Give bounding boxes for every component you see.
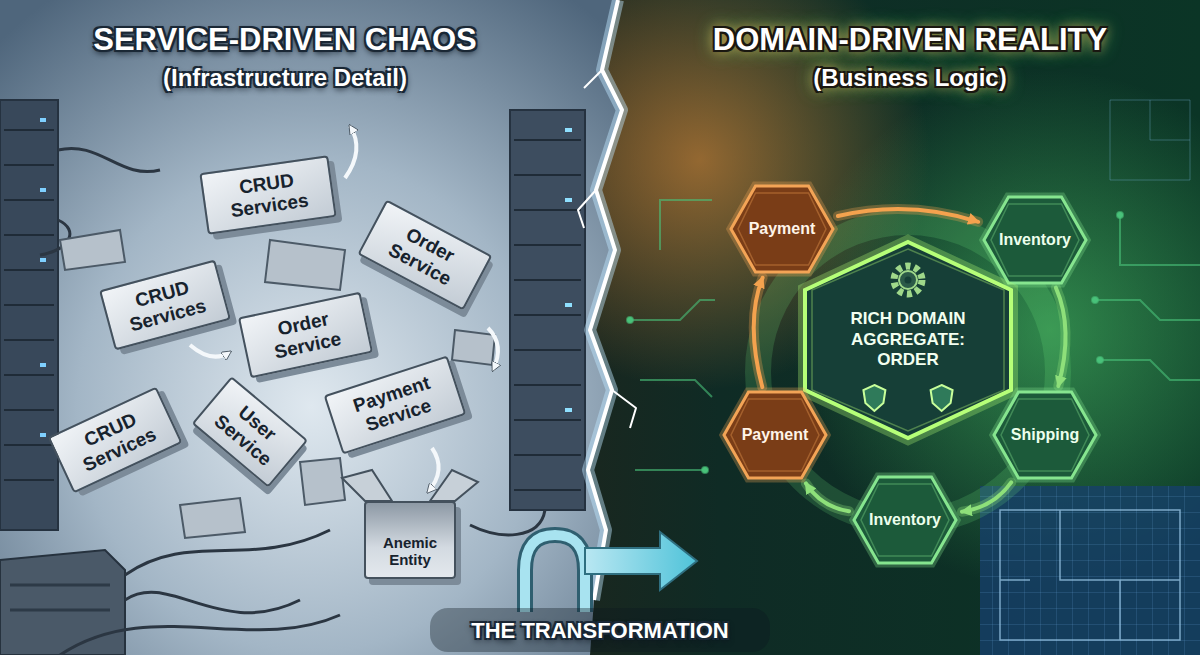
hexagon-glow (854, 477, 956, 563)
cycle-arrow (754, 278, 763, 387)
hexagon-inner-line (861, 484, 949, 556)
panel-heading: DOMAIN-DRIVEN REALITY (713, 22, 1107, 58)
node-text: User Service (205, 390, 294, 475)
hexagon-inner-line (738, 193, 826, 265)
panel-heading: SERVICE-DRIVEN CHAOS (93, 22, 477, 58)
aggregate-hexagon: RICH DOMAIN AGGREGATE: ORDER (803, 240, 1013, 440)
hexagon-inner-line (812, 249, 1004, 431)
hexagon-shape (994, 392, 1096, 478)
panel-subheading: (Infrastructure Detail) (163, 64, 407, 92)
hexagon-shape (805, 242, 1011, 438)
node-text: Payment (742, 425, 809, 444)
shipping-hexagon: Shipping (992, 390, 1098, 480)
service-block: CRUD Services (99, 260, 231, 351)
hexagon-inner-line (731, 399, 819, 471)
caption-shade (430, 608, 770, 652)
connector-glow (962, 482, 1011, 511)
cycle-arrow (806, 483, 849, 511)
node-text: Inventory (869, 510, 941, 529)
cycle-arrow (838, 209, 978, 222)
anemic-entity-box: Anemic Entity (364, 501, 456, 579)
chaos-arrows (190, 126, 498, 492)
node-text: RICH DOMAIN AGGREGATE: ORDER (833, 309, 983, 370)
node-text: CRUD Services (210, 166, 325, 225)
service-block: Order Service (358, 200, 493, 311)
lightning-bolt (578, 0, 636, 600)
caption: THE TRANSFORMATION (471, 618, 728, 643)
left-panel (0, 0, 622, 655)
hexagon-inner-line (1001, 399, 1089, 471)
node-text: Order Service (249, 303, 361, 368)
node-text: Shipping (1011, 425, 1079, 444)
shield-icon (863, 385, 885, 411)
connector-glow (754, 278, 763, 387)
circuit-lines (627, 200, 1200, 473)
connector-glow (1056, 288, 1066, 386)
cables (40, 148, 545, 655)
connector-glow (806, 483, 849, 511)
hexagon-shape (731, 186, 833, 272)
node-text: Anemic Entity (374, 534, 446, 569)
panel-subheading: (Business Logic) (813, 64, 1006, 92)
service-block: Order Service (237, 292, 372, 378)
node-text: CRUD Services (60, 399, 169, 481)
hexagon-glow (805, 242, 1011, 438)
payment-hexagon: Payment (722, 390, 828, 480)
inventory-hexagon: Inventory (852, 475, 958, 565)
node-text: Payment Service (336, 367, 454, 443)
hexagon-shape (984, 197, 1086, 283)
cycle-arrow (1056, 288, 1066, 386)
inventory-hexagon: Inventory (982, 195, 1088, 285)
hexagon-glow (731, 186, 833, 272)
shield-icon (931, 385, 953, 411)
node-text: Order Service (371, 212, 480, 298)
transformation-pipe (525, 532, 697, 612)
service-block: Payment Service (324, 356, 467, 455)
hexagon-inner-line (991, 204, 1079, 276)
node-text: CRUD Services (111, 271, 219, 339)
cycle-arrow (962, 482, 1011, 511)
service-block: CRUD Services (48, 387, 183, 494)
payment-hexagon: Payment (729, 184, 835, 274)
gear-icon (894, 266, 922, 294)
connector-glow (838, 209, 978, 222)
service-block: User Service (192, 376, 308, 488)
hexagon-glow (984, 197, 1086, 283)
hexagon-glow (994, 392, 1096, 478)
node-text: Payment (749, 219, 816, 238)
hexagon-shape (854, 477, 956, 563)
server-racks (0, 100, 585, 655)
hexagon-glow (724, 392, 826, 478)
anemic-box-flaps (342, 470, 478, 501)
node-text: Inventory (999, 230, 1071, 249)
service-block: CRUD Services (199, 155, 336, 234)
hexagon-shape (724, 392, 826, 478)
